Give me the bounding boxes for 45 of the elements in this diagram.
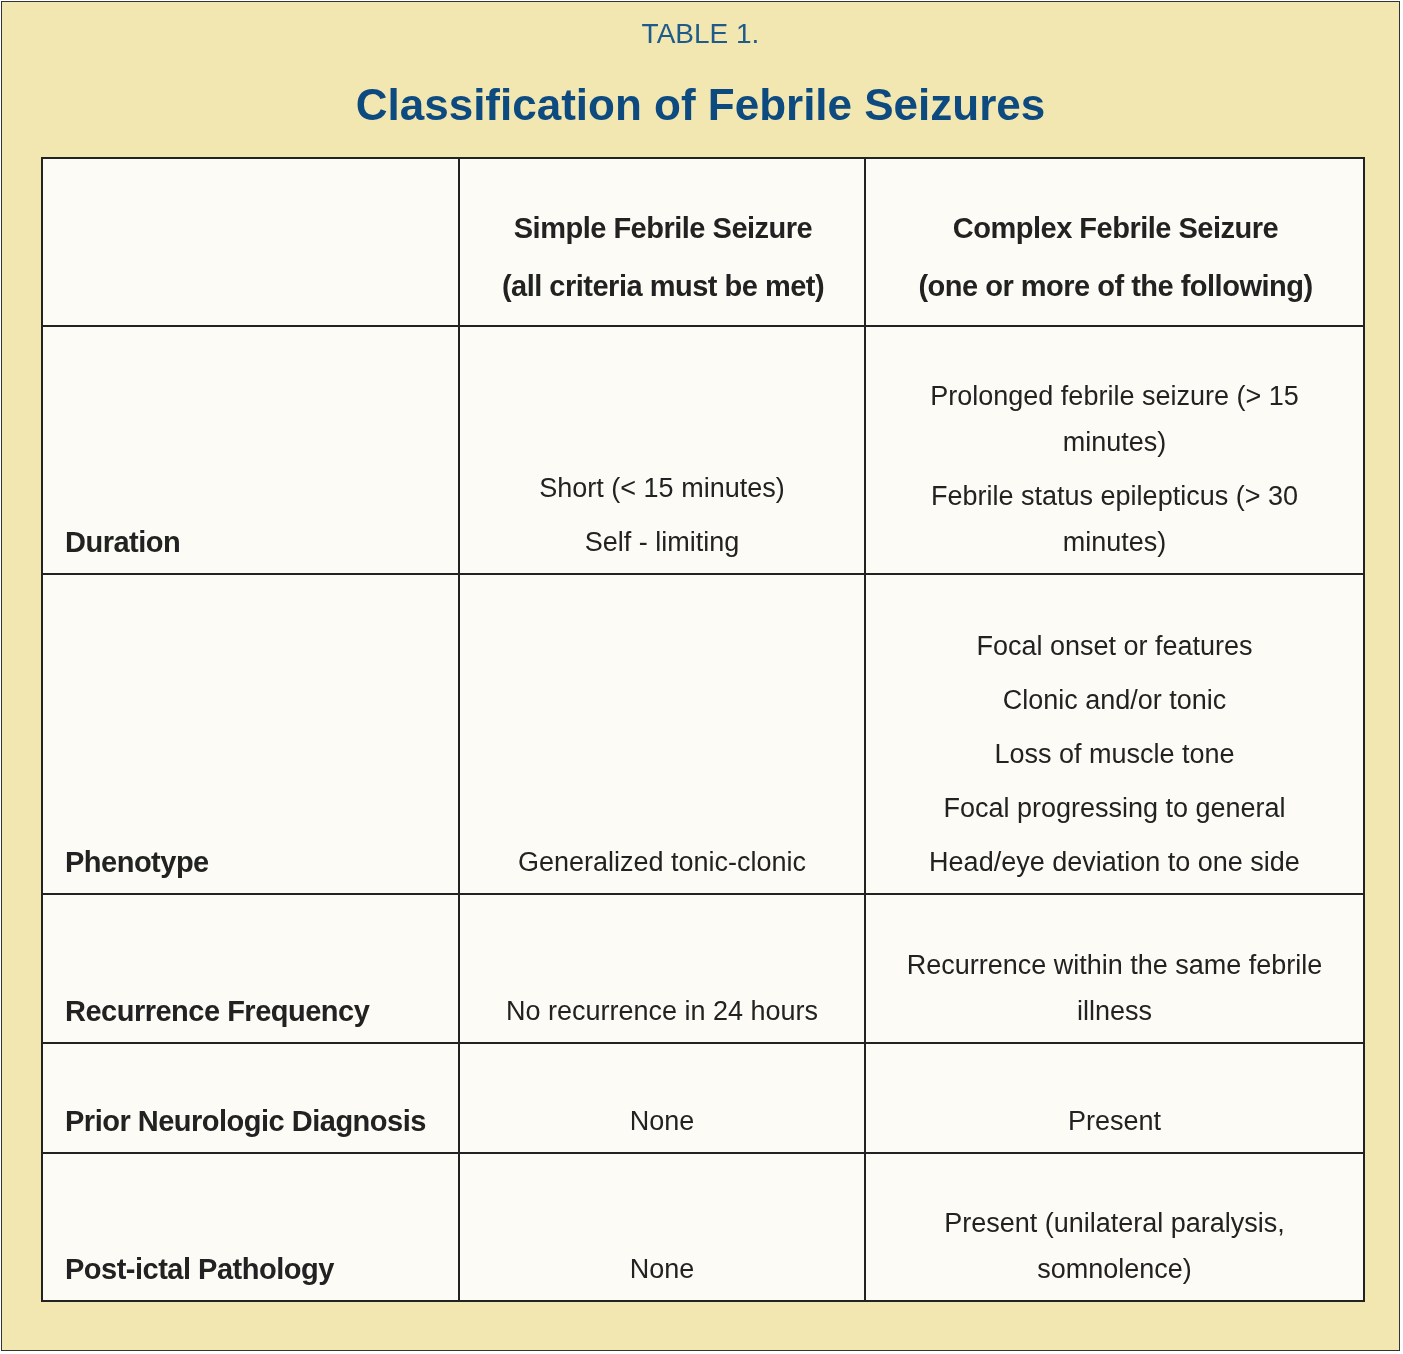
table-cell <box>866 895 1363 1042</box>
cell-text: Short (< 15 minutes) <box>539 472 785 505</box>
table-cell <box>460 1154 864 1300</box>
row-heading: Prior Neurologic Diagnosis <box>65 1104 426 1139</box>
cell-text: Head/eye deviation to one side <box>929 846 1300 879</box>
row-heading: Duration <box>65 525 181 560</box>
table-title: Classification of Febrile Seizures <box>355 80 1046 129</box>
column-heading: (all criteria must be met) <box>501 269 825 304</box>
table-number: TABLE 1. <box>641 18 760 49</box>
cell-text: None <box>629 1253 695 1286</box>
cell-text: Focal progressing to general <box>943 792 1286 825</box>
cell-text: Present <box>1067 1105 1162 1138</box>
row-header-cell <box>43 1154 458 1300</box>
cell-text: Recurrence within the same febrile illness <box>905 949 1324 1028</box>
row-heading: Recurrence Frequency <box>65 994 370 1029</box>
header-cell <box>460 159 864 325</box>
table-cell <box>460 895 864 1042</box>
cell-text: Febrile status epilepticus (> 30 minutes) <box>930 480 1299 559</box>
cell-text: Generalized tonic-clonic <box>517 846 807 879</box>
row-heading: Phenotype <box>65 845 209 880</box>
row-header-cell <box>43 895 458 1042</box>
column-heading: Simple Febrile Seizure <box>513 211 813 246</box>
cell-text: Loss of muscle tone <box>994 738 1235 771</box>
table-cell <box>460 327 864 573</box>
cell-text: Clonic and/or tonic <box>1002 684 1227 717</box>
cell-text: No recurrence in 24 hours <box>505 995 819 1028</box>
cell-text: Focal onset or features <box>976 630 1253 663</box>
cell-text: Self - limiting <box>584 526 740 559</box>
cell-text: Prolonged febrile seizure (> 15 minutes) <box>929 380 1300 459</box>
cell-text: None <box>629 1105 695 1138</box>
row-heading: Post-ictal Pathology <box>65 1252 334 1287</box>
column-heading: (one or more of the following) <box>918 269 1313 304</box>
table-cell <box>866 1044 1363 1152</box>
empty-cell <box>43 159 458 325</box>
table-cell <box>866 575 1363 893</box>
table-cell <box>866 327 1363 573</box>
row-header-cell <box>43 575 458 893</box>
column-heading: Complex Febrile Seizure <box>952 211 1279 246</box>
table-cell <box>866 1154 1363 1300</box>
row-header-cell <box>43 327 458 573</box>
row-header-cell <box>43 1044 458 1152</box>
cell-text: Present (unilateral paralysis, somnolence) <box>943 1207 1286 1286</box>
table-cell <box>460 575 864 893</box>
table-cell <box>460 1044 864 1152</box>
header-cell <box>866 159 1363 325</box>
